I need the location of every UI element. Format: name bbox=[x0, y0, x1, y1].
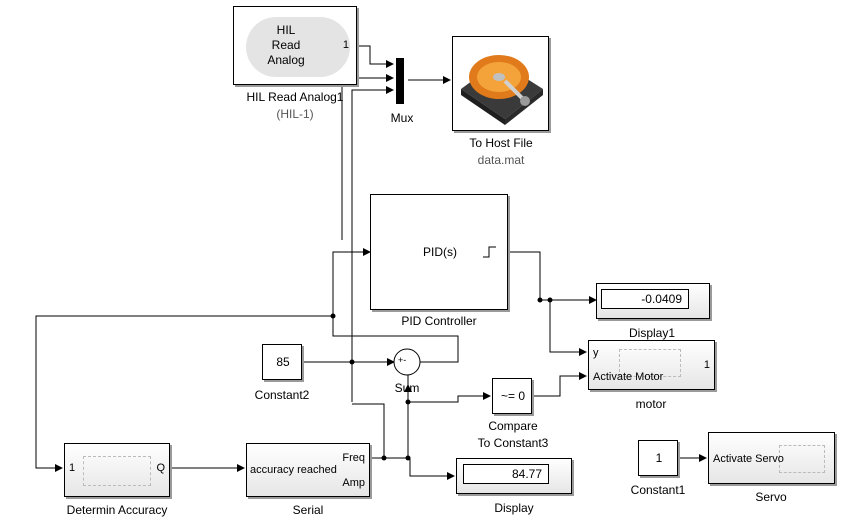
wire-freq-to-sum bbox=[352, 403, 385, 458]
motor-output-port: 1 bbox=[703, 359, 710, 371]
junction-dot bbox=[537, 297, 543, 303]
constant2-block[interactable]: 85 bbox=[262, 344, 302, 380]
junction-dot bbox=[547, 297, 553, 303]
mux-bar bbox=[396, 58, 404, 104]
constant1-value: 1 bbox=[655, 451, 663, 465]
wire-sum-to-compare bbox=[408, 392, 491, 403]
pid-text: PID(s) bbox=[423, 245, 457, 259]
wire-compare-to-motor bbox=[532, 372, 587, 397]
wire-mux-in3 bbox=[351, 86, 394, 402]
sum-circle bbox=[393, 348, 421, 376]
hil-output-port: 1 bbox=[342, 39, 349, 51]
to-host-file-subname: data.mat bbox=[477, 153, 525, 167]
determin-accuracy-block[interactable]: 1 Q bbox=[64, 443, 170, 497]
compare-text: ~= 0 bbox=[500, 389, 526, 403]
hard-drive-icon bbox=[461, 55, 543, 125]
serial-block[interactable]: accuracy reached Freq Amp bbox=[246, 443, 370, 497]
compare-name-line2: To Constant3 bbox=[477, 436, 549, 450]
wire-determin-in bbox=[35, 315, 333, 472]
accuracy-output-port: Q bbox=[156, 462, 165, 474]
servo-block[interactable]: Activate Servo bbox=[708, 432, 835, 484]
pid-controller-block[interactable]: PID(s) bbox=[370, 194, 508, 310]
constant2-value: 85 bbox=[276, 355, 290, 369]
servo-input-port: Activate Servo bbox=[713, 453, 784, 465]
determin-accuracy-name: Determin Accuracy bbox=[66, 503, 168, 517]
display1-value: -0.0409 bbox=[601, 289, 689, 309]
wire-sum-feedback bbox=[332, 316, 459, 363]
wire-serial-freq bbox=[372, 457, 455, 480]
motor-subsystem-preview bbox=[619, 349, 681, 377]
serial-name: Serial bbox=[292, 503, 324, 517]
junction-dot bbox=[381, 455, 387, 461]
sum-signs: +- bbox=[398, 355, 407, 365]
wire-pid-in bbox=[332, 248, 371, 316]
wire-pid-out bbox=[508, 251, 597, 304]
serial-input-port: accuracy reached bbox=[250, 464, 337, 476]
wire-pid-to-motor bbox=[549, 300, 587, 356]
hil-logo bbox=[246, 17, 350, 77]
sum-name[interactable]: Sum bbox=[394, 381, 420, 395]
display1-block[interactable]: -0.0409 bbox=[596, 283, 710, 319]
display1-name: Display1 bbox=[628, 326, 676, 340]
motor-input-activate: Activate Motor bbox=[593, 371, 664, 383]
pid-block-name: PID Controller bbox=[401, 314, 477, 328]
mux-block-name[interactable]: Mux bbox=[390, 111, 414, 125]
serial-output-freq: Freq bbox=[342, 452, 365, 464]
junction-dot bbox=[349, 359, 355, 365]
accuracy-subsystem-preview bbox=[83, 456, 151, 486]
hil-read-analog-block[interactable]: HIL Read Analog 1 bbox=[233, 6, 357, 85]
display-value: 84.77 bbox=[463, 464, 549, 484]
display-block[interactable]: 84.77 bbox=[456, 458, 572, 494]
junction-dot bbox=[405, 455, 411, 461]
display-name: Display bbox=[494, 501, 534, 515]
hil-text-line1: HIL bbox=[276, 23, 296, 37]
serial-output-amp: Amp bbox=[342, 477, 365, 489]
junction-dot bbox=[330, 313, 336, 319]
motor-block[interactable]: y Activate Motor 1 bbox=[588, 340, 715, 390]
constant1-block[interactable]: 1 bbox=[638, 440, 678, 476]
constant1-name: Constant1 bbox=[630, 483, 686, 497]
hil-block-subname: (HIL-1) bbox=[276, 107, 314, 121]
junction-dot bbox=[405, 399, 411, 405]
compare-to-constant-block[interactable]: ~= 0 bbox=[492, 378, 532, 414]
motor-name: motor bbox=[635, 397, 667, 411]
to-host-file-block[interactable] bbox=[452, 36, 549, 131]
hil-text-line2: Read bbox=[271, 38, 301, 52]
hil-text-line3: Analog bbox=[267, 53, 305, 67]
motor-input-y: y bbox=[593, 347, 599, 359]
hil-block-name: HIL Read Analog1 bbox=[246, 90, 344, 104]
servo-name: Servo bbox=[755, 490, 787, 504]
servo-subsystem-preview bbox=[779, 445, 825, 473]
to-host-file-name: To Host File bbox=[469, 136, 533, 150]
compare-name-line1: Compare bbox=[488, 419, 538, 433]
step-icon bbox=[483, 246, 496, 258]
accuracy-input-port: 1 bbox=[69, 462, 76, 474]
constant2-name: Constant2 bbox=[254, 388, 310, 402]
